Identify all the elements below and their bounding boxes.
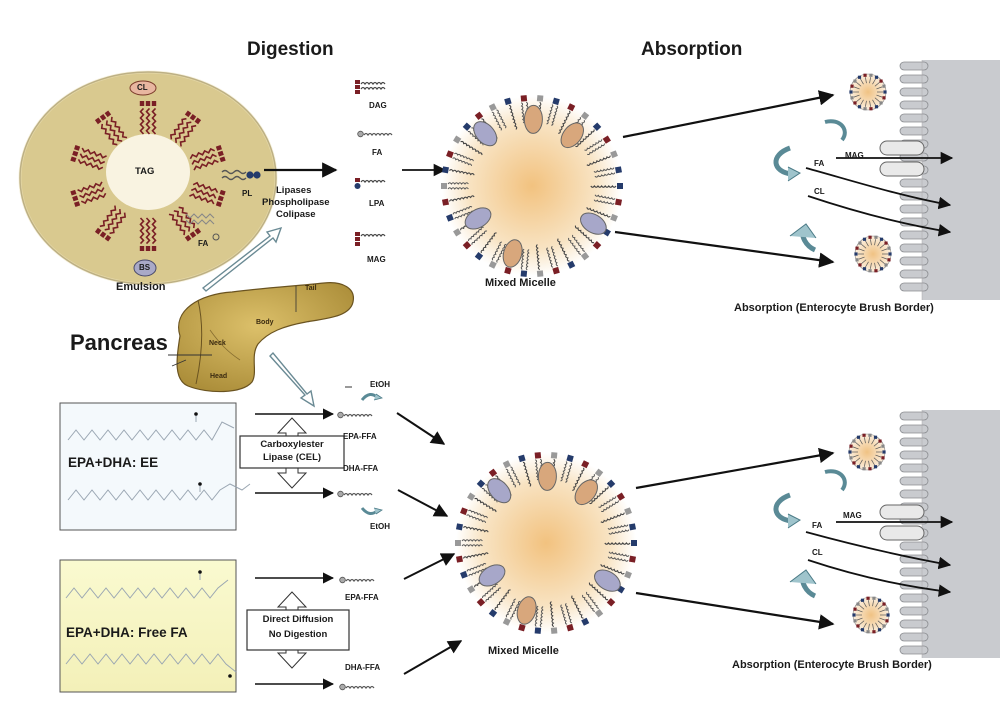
tag-label: TAG	[135, 166, 155, 177]
product-fa-label: FA	[372, 148, 383, 157]
small-micelles	[848, 73, 892, 634]
mixed-micelle-bottom	[455, 452, 637, 634]
pl-label: PL	[242, 189, 253, 198]
cl-particle	[129, 80, 157, 96]
cl-label: CL	[137, 83, 148, 92]
absorption-caption-top: Absorption (Enterocyte Brush Border)	[734, 302, 934, 314]
diffusion-box	[246, 609, 350, 651]
pancreas-to-cel-arrow	[269, 351, 316, 408]
dha-ffa-to-micelle-arrow	[403, 640, 463, 675]
pancreas-body: Body	[256, 319, 274, 326]
abs-fa-top: FA	[814, 159, 825, 168]
ffa-structure-box	[59, 559, 237, 693]
enzyme-phospholipase: Phospholipase	[262, 197, 330, 208]
micelle-bottom-arrow-1	[635, 447, 835, 490]
bs-label: BS	[139, 263, 151, 272]
brush-border-top	[899, 60, 1000, 300]
abs-cl-top: CL	[814, 187, 825, 196]
pancreas-tail: Tail	[305, 285, 317, 292]
absorption-header: Absorption	[641, 39, 743, 60]
micelle-top-arrow-2	[614, 230, 835, 268]
abs-cl-bottom: CL	[812, 548, 823, 557]
cel-line1: Carboxylester	[260, 439, 324, 450]
micelle-top-arrow-1	[622, 90, 835, 139]
ee-epa-ffa-label: EPA-FFA	[343, 432, 377, 441]
emulsion-fa-label: FA	[198, 239, 209, 248]
absorption-caption-bottom: Absorption (Enterocyte Brush Border)	[732, 659, 932, 671]
ffa-dha-ffa-label: DHA-FFA	[345, 663, 381, 672]
enzyme-lipases: Lipases	[276, 185, 312, 196]
bs-particle	[133, 259, 157, 277]
cel-box	[239, 435, 345, 469]
enzyme-colipase: Colipase	[276, 209, 316, 220]
diffusion-line1: Direct Diffusion	[262, 614, 334, 625]
brush-border-bottom	[899, 410, 1000, 658]
abs-mag-top: MAG	[845, 151, 864, 160]
ee-dha-ffa-label: DHA-FFA	[343, 464, 379, 473]
ffa-box-label: EPA+DHA: Free FA	[66, 625, 188, 640]
absorption-detail-bottom	[773, 469, 954, 599]
pancreas-head: Head	[210, 373, 228, 380]
dag-label: DAG	[369, 101, 387, 110]
ee-structure-box	[59, 402, 237, 531]
pl-molecule	[221, 169, 261, 181]
pancreas-organ	[168, 282, 354, 393]
dha-to-micelle-arrow	[397, 489, 449, 517]
abs-fa-bottom: FA	[812, 521, 823, 530]
etoh-top: EtOH	[370, 380, 390, 389]
emulsion-caption: Emulsion	[116, 281, 166, 293]
diffusion-line2: No Digestion	[268, 629, 328, 640]
cel-line2: Lipase (CEL)	[262, 452, 322, 463]
micelle-bottom-arrow-2	[635, 591, 835, 630]
product-mag-label: MAG	[367, 255, 386, 264]
micelle-caption-top: Mixed Micelle	[485, 277, 556, 289]
emulsion-droplet	[18, 70, 278, 286]
lpa-label: LPA	[369, 199, 385, 208]
micelle-caption-bottom: Mixed Micelle	[488, 645, 559, 657]
pancreas-title: Pancreas	[70, 330, 168, 355]
abs-mag-bottom: MAG	[843, 511, 862, 520]
pancreas-to-enzymes-arrow	[201, 226, 283, 292]
ee-products	[337, 386, 383, 691]
pancreas-neck: Neck	[209, 340, 226, 347]
etoh-bottom: EtOH	[370, 522, 390, 531]
tag-molecules	[70, 101, 226, 251]
absorption-detail-top	[773, 119, 954, 253]
epa-ffa-to-micelle-arrow	[403, 553, 456, 580]
fa-molecule	[185, 213, 220, 241]
mixed-micelle-top	[441, 95, 623, 277]
digestion-products	[354, 80, 393, 246]
epa-to-micelle-arrow	[396, 412, 446, 445]
ffa-epa-ffa-label: EPA-FFA	[345, 593, 379, 602]
digestion-header: Digestion	[247, 39, 334, 60]
ee-box-label: EPA+DHA: EE	[68, 455, 159, 470]
